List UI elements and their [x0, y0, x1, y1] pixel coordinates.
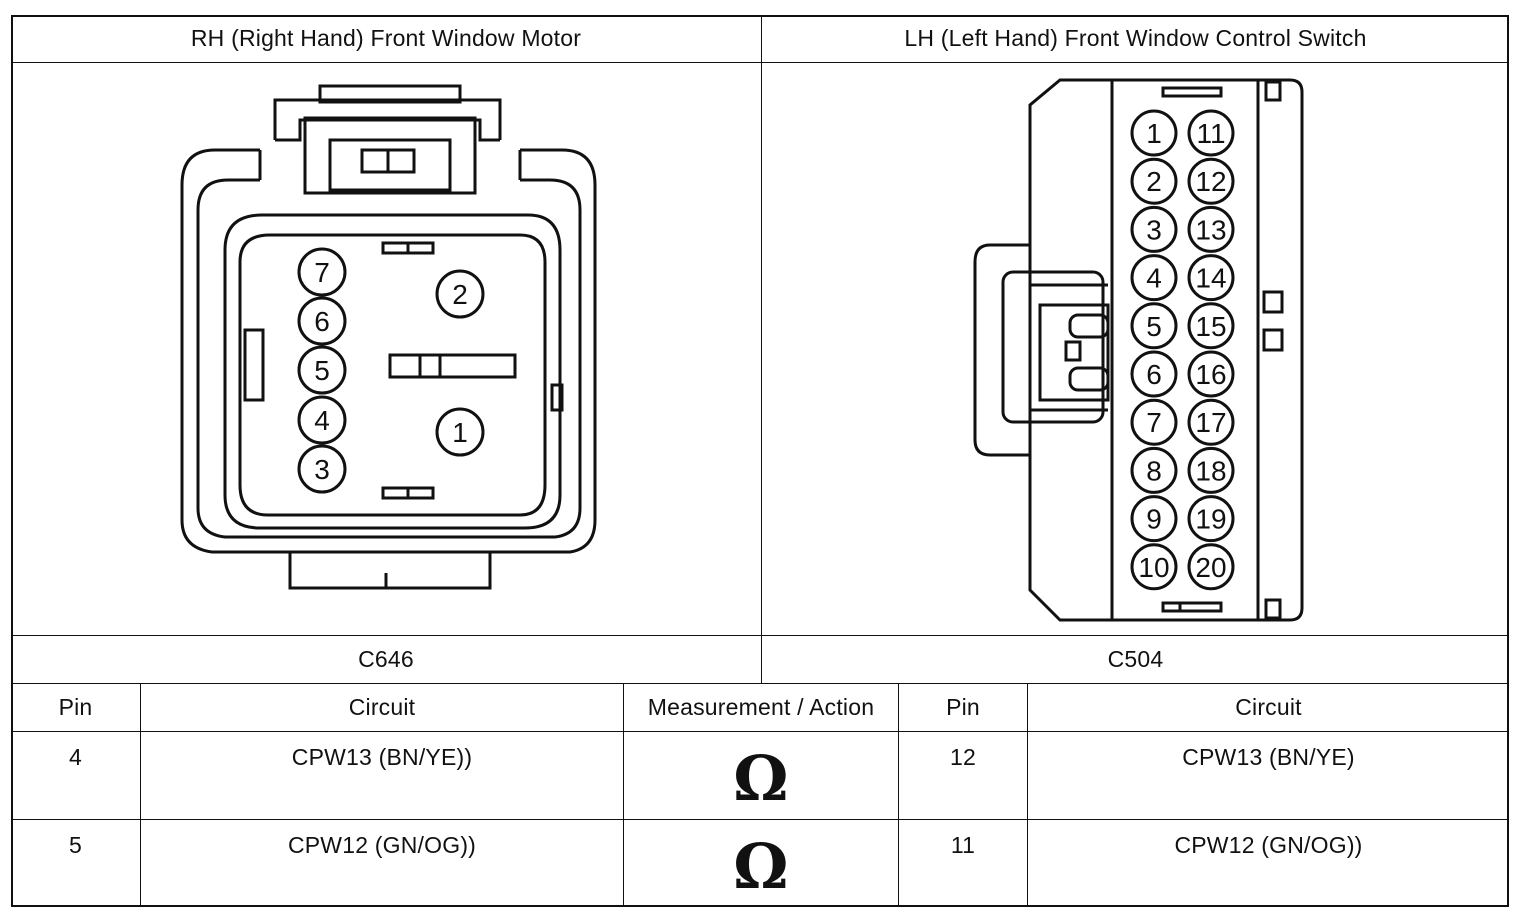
pin-circle [1187, 543, 1235, 591]
pin-label: 2 [452, 279, 468, 310]
table-cell-pin: 11 [950, 832, 976, 858]
divider [11, 731, 1509, 732]
pin-label: 7 [314, 257, 330, 288]
pin-label: 1 [1146, 118, 1162, 149]
pin-circle [1130, 302, 1178, 350]
pin-label: 2 [1146, 166, 1162, 197]
pin-label: 5 [314, 355, 330, 386]
pin-label: 3 [314, 454, 330, 485]
pin-circle [1187, 350, 1235, 398]
pinout-table-frame [11, 15, 1509, 907]
pin-circle [1187, 254, 1235, 302]
pin-circle [1130, 157, 1178, 205]
pin-label: 17 [1195, 407, 1226, 438]
rh-motor-connector-diagram: 7 6 5 4 3 2 1 [180, 84, 597, 590]
col-header-measurement: Measurement / Action [647, 694, 875, 720]
pin-circle [1187, 495, 1235, 543]
pin-label: 9 [1146, 504, 1162, 535]
pin-circle [1187, 157, 1235, 205]
pin-label: 18 [1195, 455, 1226, 486]
pin-circle [1130, 350, 1178, 398]
pin-circle [1187, 109, 1235, 157]
pin-label: 19 [1195, 504, 1226, 535]
pin-label: 10 [1138, 552, 1169, 583]
pin-label: 4 [314, 405, 330, 436]
pin-label: 13 [1195, 214, 1226, 245]
divider [140, 683, 141, 907]
pin-label: 1 [452, 417, 468, 448]
pin-circle [1130, 205, 1178, 253]
pin-label: 14 [1195, 263, 1226, 294]
pin-circle [1187, 302, 1235, 350]
pin-label: 8 [1146, 455, 1162, 486]
table-cell-circuit: CPW12 (GN/OG)) [287, 832, 477, 858]
divider [11, 62, 1509, 63]
pin-label: 6 [1146, 359, 1162, 390]
pin-circle [1130, 543, 1178, 591]
ohm-icon: Ω [733, 741, 789, 815]
col-header-pin: Pin [946, 694, 980, 720]
divider [623, 683, 624, 907]
divider [11, 635, 1509, 636]
pin-label: 3 [1146, 214, 1162, 245]
pin-label: 20 [1195, 552, 1226, 583]
pin-label: 7 [1146, 407, 1162, 438]
table-cell-circuit: CPW13 (BN/YE) [1182, 744, 1355, 770]
divider [898, 683, 899, 907]
table-cell-circuit: CPW12 (GN/OG)) [1174, 832, 1363, 858]
connector-id-c504: C504 [1107, 646, 1164, 672]
rh-motor-header: RH (Right Hand) Front Window Motor [190, 25, 582, 51]
pin-label: 4 [1146, 263, 1162, 294]
table-cell-pin: 4 [69, 744, 82, 770]
col-header-pin: Pin [58, 694, 93, 720]
pin-circle [1187, 446, 1235, 494]
divider [761, 15, 762, 683]
divider [1027, 683, 1028, 907]
divider [11, 683, 1509, 684]
connector-id-c646: C646 [358, 646, 414, 672]
pin-label: 12 [1195, 166, 1226, 197]
pin-circle [1187, 398, 1235, 446]
pin-label: 15 [1195, 311, 1226, 342]
pin-label: 16 [1195, 359, 1226, 390]
pin-circle [1187, 205, 1235, 253]
pin-circle [1130, 446, 1178, 494]
table-cell-pin: 5 [69, 832, 82, 858]
col-header-circuit: Circuit [1235, 694, 1302, 720]
table-cell-pin: 12 [950, 744, 976, 770]
divider [11, 819, 1509, 820]
pin-label: 11 [1196, 118, 1225, 149]
pin-label: 6 [314, 306, 330, 337]
pin-circle [1130, 254, 1178, 302]
pin-circle [1130, 398, 1178, 446]
pin-circle [1130, 495, 1178, 543]
col-header-circuit: Circuit [348, 694, 416, 720]
table-cell-circuit: CPW13 (BN/YE)) [291, 744, 473, 770]
pin-circle [1130, 109, 1178, 157]
pin-label: 5 [1146, 311, 1162, 342]
ohm-icon: Ω [733, 829, 789, 903]
lh-switch-header: LH (Left Hand) Front Window Control Swit… [904, 25, 1367, 51]
